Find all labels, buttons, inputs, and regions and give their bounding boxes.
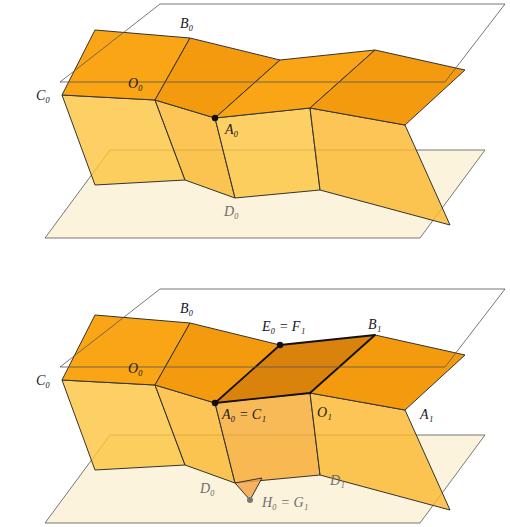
point-label: B₀ (180, 16, 193, 32)
point-label: O₀ (128, 76, 143, 92)
point-label: H₀ = G₁ (262, 495, 308, 511)
figure-bottom (45, 289, 505, 523)
point-label: C₀ (36, 373, 50, 389)
point-label: O₁ (317, 405, 332, 421)
point-label: E₀ = F₁ (262, 319, 305, 335)
point-label: A₀ = C₁ (222, 407, 266, 423)
point-label: B₁ (368, 317, 381, 333)
point-dot (212, 115, 218, 121)
point-label: A₀ (225, 122, 238, 138)
point-label: D₀ (224, 204, 239, 220)
figure-top (45, 4, 505, 238)
point-label: D₀ (200, 481, 215, 497)
point-label: A₁ (420, 407, 433, 423)
point-label: C₀ (36, 88, 50, 104)
point-label: O₀ (128, 361, 143, 377)
point-label: B₀ (180, 301, 193, 317)
point-label: D₁ (330, 473, 345, 489)
